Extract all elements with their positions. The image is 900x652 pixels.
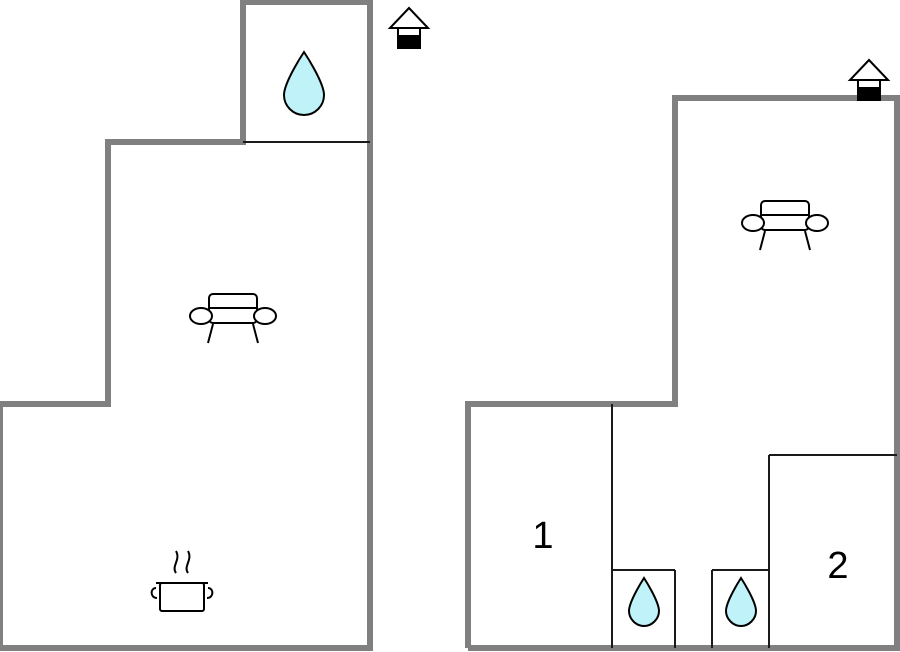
north-marker <box>387 6 431 49</box>
sofa-icon <box>189 293 277 344</box>
room-label-1: 1 <box>532 515 553 557</box>
sofa-icon <box>741 200 829 251</box>
left-plan-outer-wall <box>0 0 373 651</box>
cooking-pot-icon <box>150 550 214 612</box>
room-label-2: 2 <box>827 545 848 587</box>
right-floor-plan: 1 2 <box>465 58 900 651</box>
water-drop-icon <box>282 50 326 117</box>
left-floor-plan <box>0 0 431 651</box>
water-drop-icon-2 <box>724 576 758 628</box>
water-drop-icon-1 <box>627 576 661 628</box>
right-plan-outer-wall <box>465 95 900 651</box>
north-marker <box>847 58 891 101</box>
